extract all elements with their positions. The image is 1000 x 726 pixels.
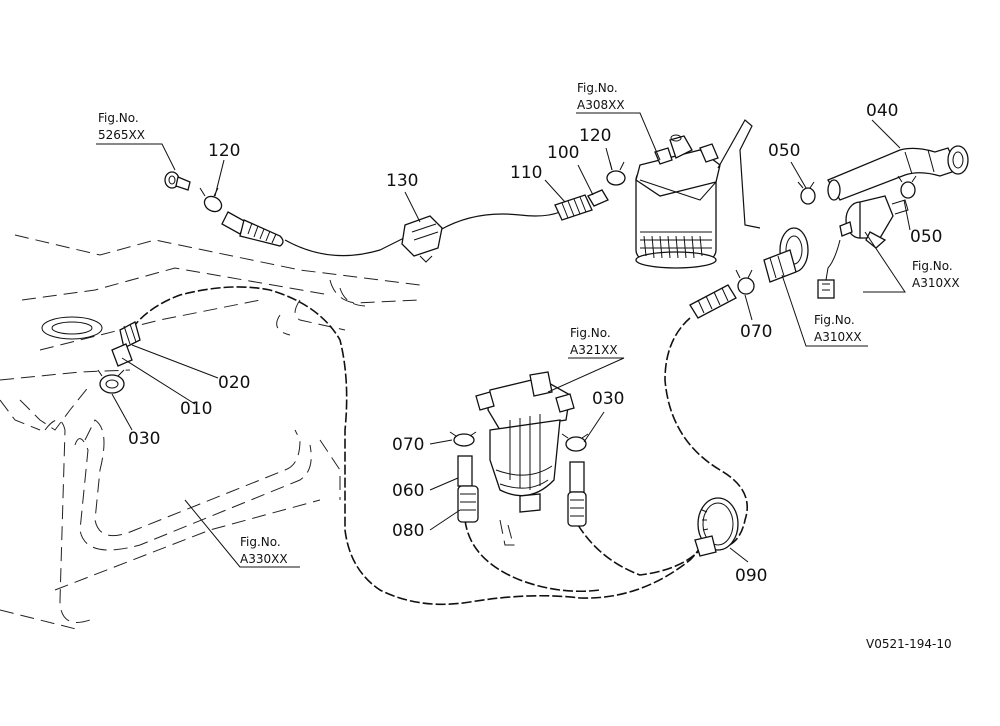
- fig-ref-a308-code: A308XX: [577, 98, 625, 112]
- label-050-left: 050: [768, 141, 800, 161]
- label-120-left: 120: [208, 141, 240, 161]
- label-090: 090: [735, 566, 767, 586]
- leader-lines: [96, 112, 911, 568]
- fig-ref-a310a-code: A310XX: [912, 276, 960, 290]
- fig-ref-a321-code: A321XX: [570, 343, 618, 357]
- drawing-code: V0521-194-10: [866, 637, 952, 651]
- label-020: 020: [218, 373, 250, 393]
- fuel-pump-a310: [689, 119, 969, 319]
- fuel-tank-outline: [0, 234, 520, 631]
- label-120-right: 120: [579, 126, 611, 146]
- fig-ref-a321-prefix: Fig.No.: [570, 326, 611, 340]
- figure-reference-labels: Fig.No. 5265XX Fig.No. A308XX Fig.No. A3…: [98, 81, 960, 566]
- fig-ref-a310b-prefix: Fig.No.: [814, 313, 855, 327]
- label-130: 130: [386, 171, 418, 191]
- fuel-filter-a308: [635, 134, 721, 269]
- fig-ref-a310b-code: A310XX: [814, 330, 862, 344]
- left-fitting-010-020: [97, 321, 141, 394]
- label-030-mid: 030: [592, 389, 624, 409]
- label-040: 040: [866, 101, 898, 121]
- label-110: 110: [510, 163, 542, 183]
- sensor-130: [401, 215, 443, 263]
- fuel-hoses: [124, 211, 749, 606]
- part-number-labels: 120 130 110 100 120 050 040 050 070 020 …: [128, 101, 942, 586]
- label-060: 060: [392, 481, 424, 501]
- left-hose-fitting: [164, 171, 284, 247]
- label-030-left: 030: [128, 429, 160, 449]
- fig-ref-5265-code: 5265XX: [98, 128, 145, 142]
- water-separator-a321: [449, 371, 589, 527]
- label-070-mid: 070: [392, 435, 424, 455]
- fig-ref-a310a-prefix: Fig.No.: [912, 259, 953, 273]
- label-050-right: 050: [910, 227, 942, 247]
- fig-ref-a308-prefix: Fig.No.: [577, 81, 618, 95]
- label-100: 100: [547, 143, 579, 163]
- fig-ref-5265-prefix: Fig.No.: [98, 111, 139, 125]
- label-070-right: 070: [740, 322, 772, 342]
- label-080: 080: [392, 521, 424, 541]
- band-clamp-090: [694, 497, 739, 557]
- fig-ref-a330-prefix: Fig.No.: [240, 535, 281, 549]
- label-010: 010: [180, 399, 212, 419]
- hose-110-100: [554, 161, 626, 221]
- fig-ref-a330-code: A330XX: [240, 552, 288, 566]
